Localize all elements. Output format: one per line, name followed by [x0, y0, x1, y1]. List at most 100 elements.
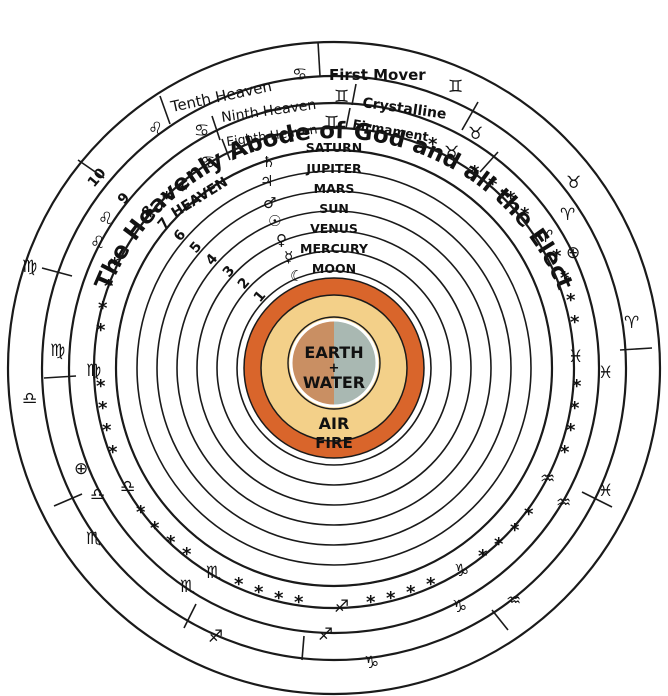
cancer-icon-top: ♋: [292, 65, 307, 85]
star-marker: *: [294, 592, 304, 613]
mercury-icon: ☿: [284, 248, 293, 266]
mars-sphere: [156, 190, 512, 546]
star-marker: *: [102, 420, 112, 441]
star-marker: *: [166, 532, 176, 553]
star-marker: *: [182, 544, 192, 565]
sagittarius-icon-inner: ♐: [334, 597, 349, 617]
divider-right-mid: [479, 151, 499, 173]
first-mover-label: First Mover: [329, 66, 426, 84]
planet-mars: MARS: [314, 181, 355, 196]
divider-top-outer: [317, 41, 321, 77]
planet-moon: MOON: [312, 261, 356, 276]
divider-left-upper: [41, 267, 73, 277]
star-marker: *: [406, 582, 416, 603]
divider-left-ninth: [211, 115, 221, 141]
planet-saturn: SATURN: [306, 140, 362, 155]
star-marker: *: [570, 398, 580, 419]
star-marker: *: [254, 582, 264, 603]
star-marker: *: [96, 376, 106, 397]
libra-icon-mid: ♎: [90, 485, 105, 505]
leo-icon-mid: ♌: [98, 209, 113, 229]
star-marker: *: [494, 534, 504, 555]
divider-bottom-left: [183, 603, 197, 629]
outer-boundary-ring: [6, 40, 662, 696]
divider-left-tenth: [159, 95, 171, 125]
capricorn-icon-bottom: ♑: [364, 653, 379, 673]
water-label: WATER: [303, 373, 365, 392]
divider-left-bottom: [53, 493, 83, 507]
planet-symbols: ♄ ♃ ♂ ☉ ♀ ☿ ☾: [260, 153, 303, 285]
ninth-heaven-ring: [67, 101, 601, 635]
aries-icon-outer: ♈: [560, 205, 575, 225]
planet-mercury: MERCURY: [300, 241, 369, 256]
aquarius-icon-mid: ♒: [556, 493, 571, 513]
aquarius-icon-inner: ♒: [540, 469, 555, 489]
jupiter-sphere: [136, 170, 532, 566]
scorpio-icon-inner: ♏: [206, 563, 221, 583]
saturn-icon: ♄: [262, 153, 275, 171]
sphere-number-1: 1: [251, 288, 270, 306]
divider-left-mid: [43, 375, 77, 379]
scorpio-icon-outer: ♏: [86, 529, 101, 549]
capricorn-icon-mid: ♑: [452, 597, 467, 617]
venus-icon: ♀: [276, 231, 287, 249]
star-marker: *: [178, 180, 188, 201]
zodiac-glyphs: ♋ ♊ ♊ ♊ ♉ ♉ ♉ ♈ ♈ ⊕ ♈ ♓ ♓ ♒ ♒ ♓ ♑ ♑ ♒ ♑ …: [22, 65, 639, 673]
air-label: AIR: [319, 414, 350, 433]
aries-icon-inner: ♈: [538, 227, 553, 247]
planet-venus: VENUS: [310, 221, 358, 236]
divider-top-inner: [345, 107, 351, 129]
star-marker: *: [386, 588, 396, 609]
star-marker: *: [560, 268, 570, 289]
virgo-icon-mid: ♍: [50, 341, 65, 361]
star-marker: *: [566, 290, 576, 311]
cardinal-cross-icon-right: ⊕: [566, 243, 580, 263]
divider-left-eighth: [221, 138, 231, 161]
sphere-number-7: 7: [155, 215, 174, 233]
taurus-icon-outer: ♉: [566, 173, 581, 193]
star-marker: *: [470, 162, 480, 183]
star-marker: *: [570, 312, 580, 333]
jupiter-icon: ♃: [260, 172, 273, 190]
star-marker: *: [98, 298, 108, 319]
earth-half: [291, 320, 334, 406]
star-marker: *: [136, 502, 146, 523]
star-marker: *: [488, 174, 498, 195]
mars-icon: ♂: [263, 194, 276, 212]
star-marker: *: [478, 546, 488, 567]
star-markers: * * * * * * * * * * * * * * * * * * * * …: [96, 134, 582, 613]
eighth-heaven-ring: [92, 126, 576, 610]
star-marker: *: [552, 246, 562, 267]
cardinal-cross-icon-left: ⊕: [74, 459, 88, 479]
sun-sphere: [176, 210, 492, 526]
star-marker: *: [506, 188, 516, 209]
star-marker: *: [98, 398, 108, 419]
sphere-number-5: 5: [187, 239, 206, 257]
star-marker: *: [572, 376, 582, 397]
taurus-icon-ninth: ♉: [468, 124, 483, 144]
star-marker: *: [162, 188, 172, 209]
divider-bottom-right: [491, 609, 509, 631]
star-marker: *: [560, 442, 570, 463]
mercury-sphere: [216, 250, 452, 486]
divider-right-low: [619, 347, 653, 351]
earth-label: EARTH: [304, 343, 363, 362]
planet-labels: SATURN JUPITER MARS SUN VENUS MERCURY MO…: [300, 140, 369, 276]
taurus-icon-eighth: ♉: [444, 143, 459, 163]
planet-sun: SUN: [319, 201, 349, 216]
gemini-icon-top: ♊: [448, 77, 463, 97]
gemini-icon-eighth: ♊: [324, 113, 339, 133]
sun-icon: ☉: [268, 212, 281, 230]
sphere-number-2: 2: [235, 275, 254, 293]
divider-right-top: [461, 101, 479, 131]
libra-icon-inner: ♎: [120, 477, 135, 497]
star-marker: *: [274, 588, 284, 609]
star-marker: *: [510, 520, 520, 541]
leo-icon-inner: ♌: [90, 233, 105, 253]
sphere-number-6: 6: [171, 227, 190, 245]
star-marker: *: [524, 504, 534, 525]
saturn-sphere: [115, 149, 553, 587]
moon-sphere: [236, 270, 432, 466]
star-marker: *: [150, 518, 160, 539]
